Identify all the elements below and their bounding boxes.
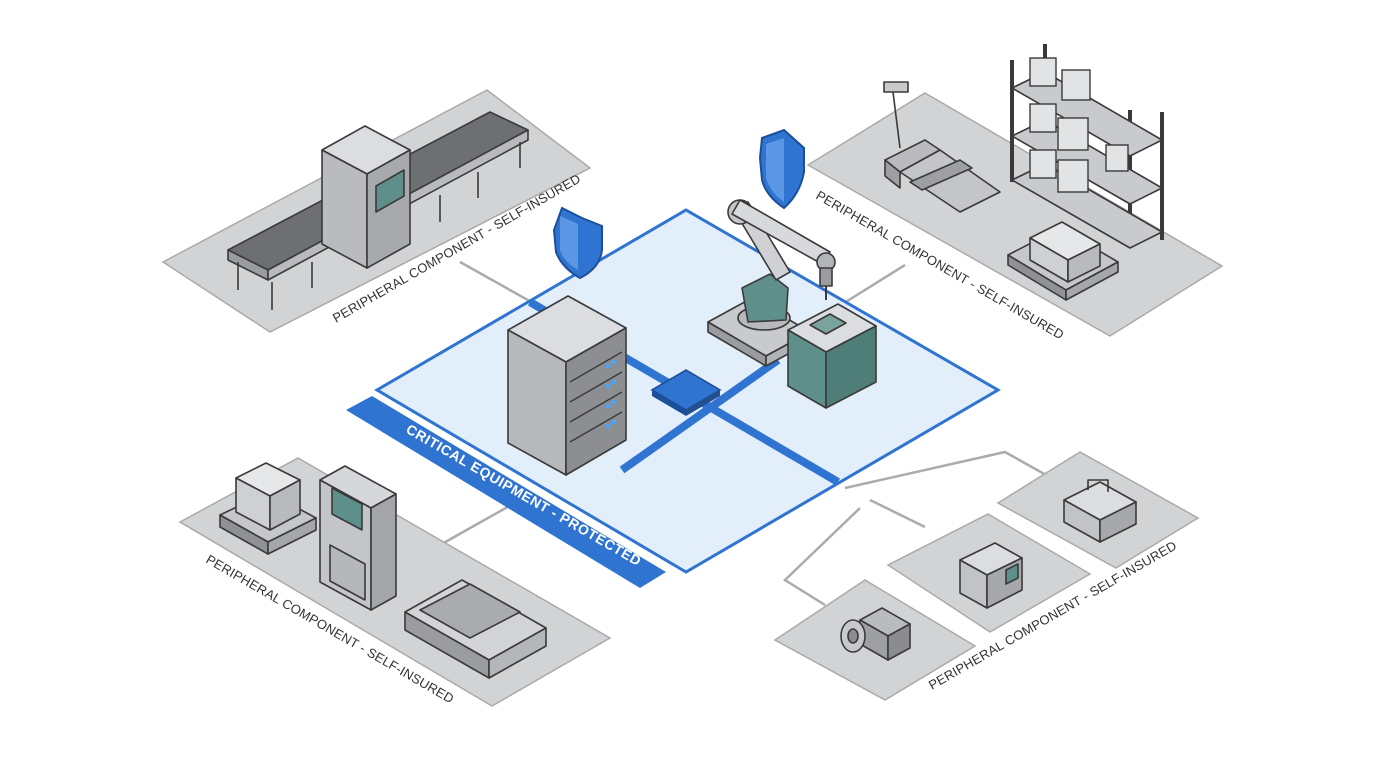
rail-track-icon — [404, 579, 547, 679]
platform-bottom-left: PERIPHERAL COMPONENT - SELF-INSURED — [178, 457, 612, 707]
critical-zone: CRITICAL EQUIPMENT - PROTECTED — [346, 199, 1001, 588]
electric-motor-icon — [840, 607, 911, 661]
platform-top-right: PERIPHERAL COMPONENT - SELF-INSURED — [806, 44, 1224, 342]
platform-top-left: PERIPHERAL COMPONENT - SELF-INSURED — [161, 89, 592, 333]
pallet-box-icon — [219, 462, 317, 555]
pallet-jack-icon — [883, 81, 1001, 213]
server-rack-icon — [507, 295, 627, 476]
kiosk-terminal-icon — [319, 465, 397, 611]
control-unit-icon — [959, 542, 1023, 609]
platform-bottom-right: PERIPHERAL COMPONENT - SELF-INSURED — [773, 451, 1200, 701]
pallet-box-icon — [1007, 221, 1119, 301]
toolbox-icon — [1063, 479, 1137, 543]
network-hub-icon — [650, 369, 722, 416]
conveyor-scanner-icon — [227, 111, 529, 310]
robot-arm-icon — [707, 199, 877, 409]
storage-rack-icon — [1010, 44, 1164, 249]
shield-icon — [552, 206, 603, 280]
shield-icon — [758, 128, 805, 210]
